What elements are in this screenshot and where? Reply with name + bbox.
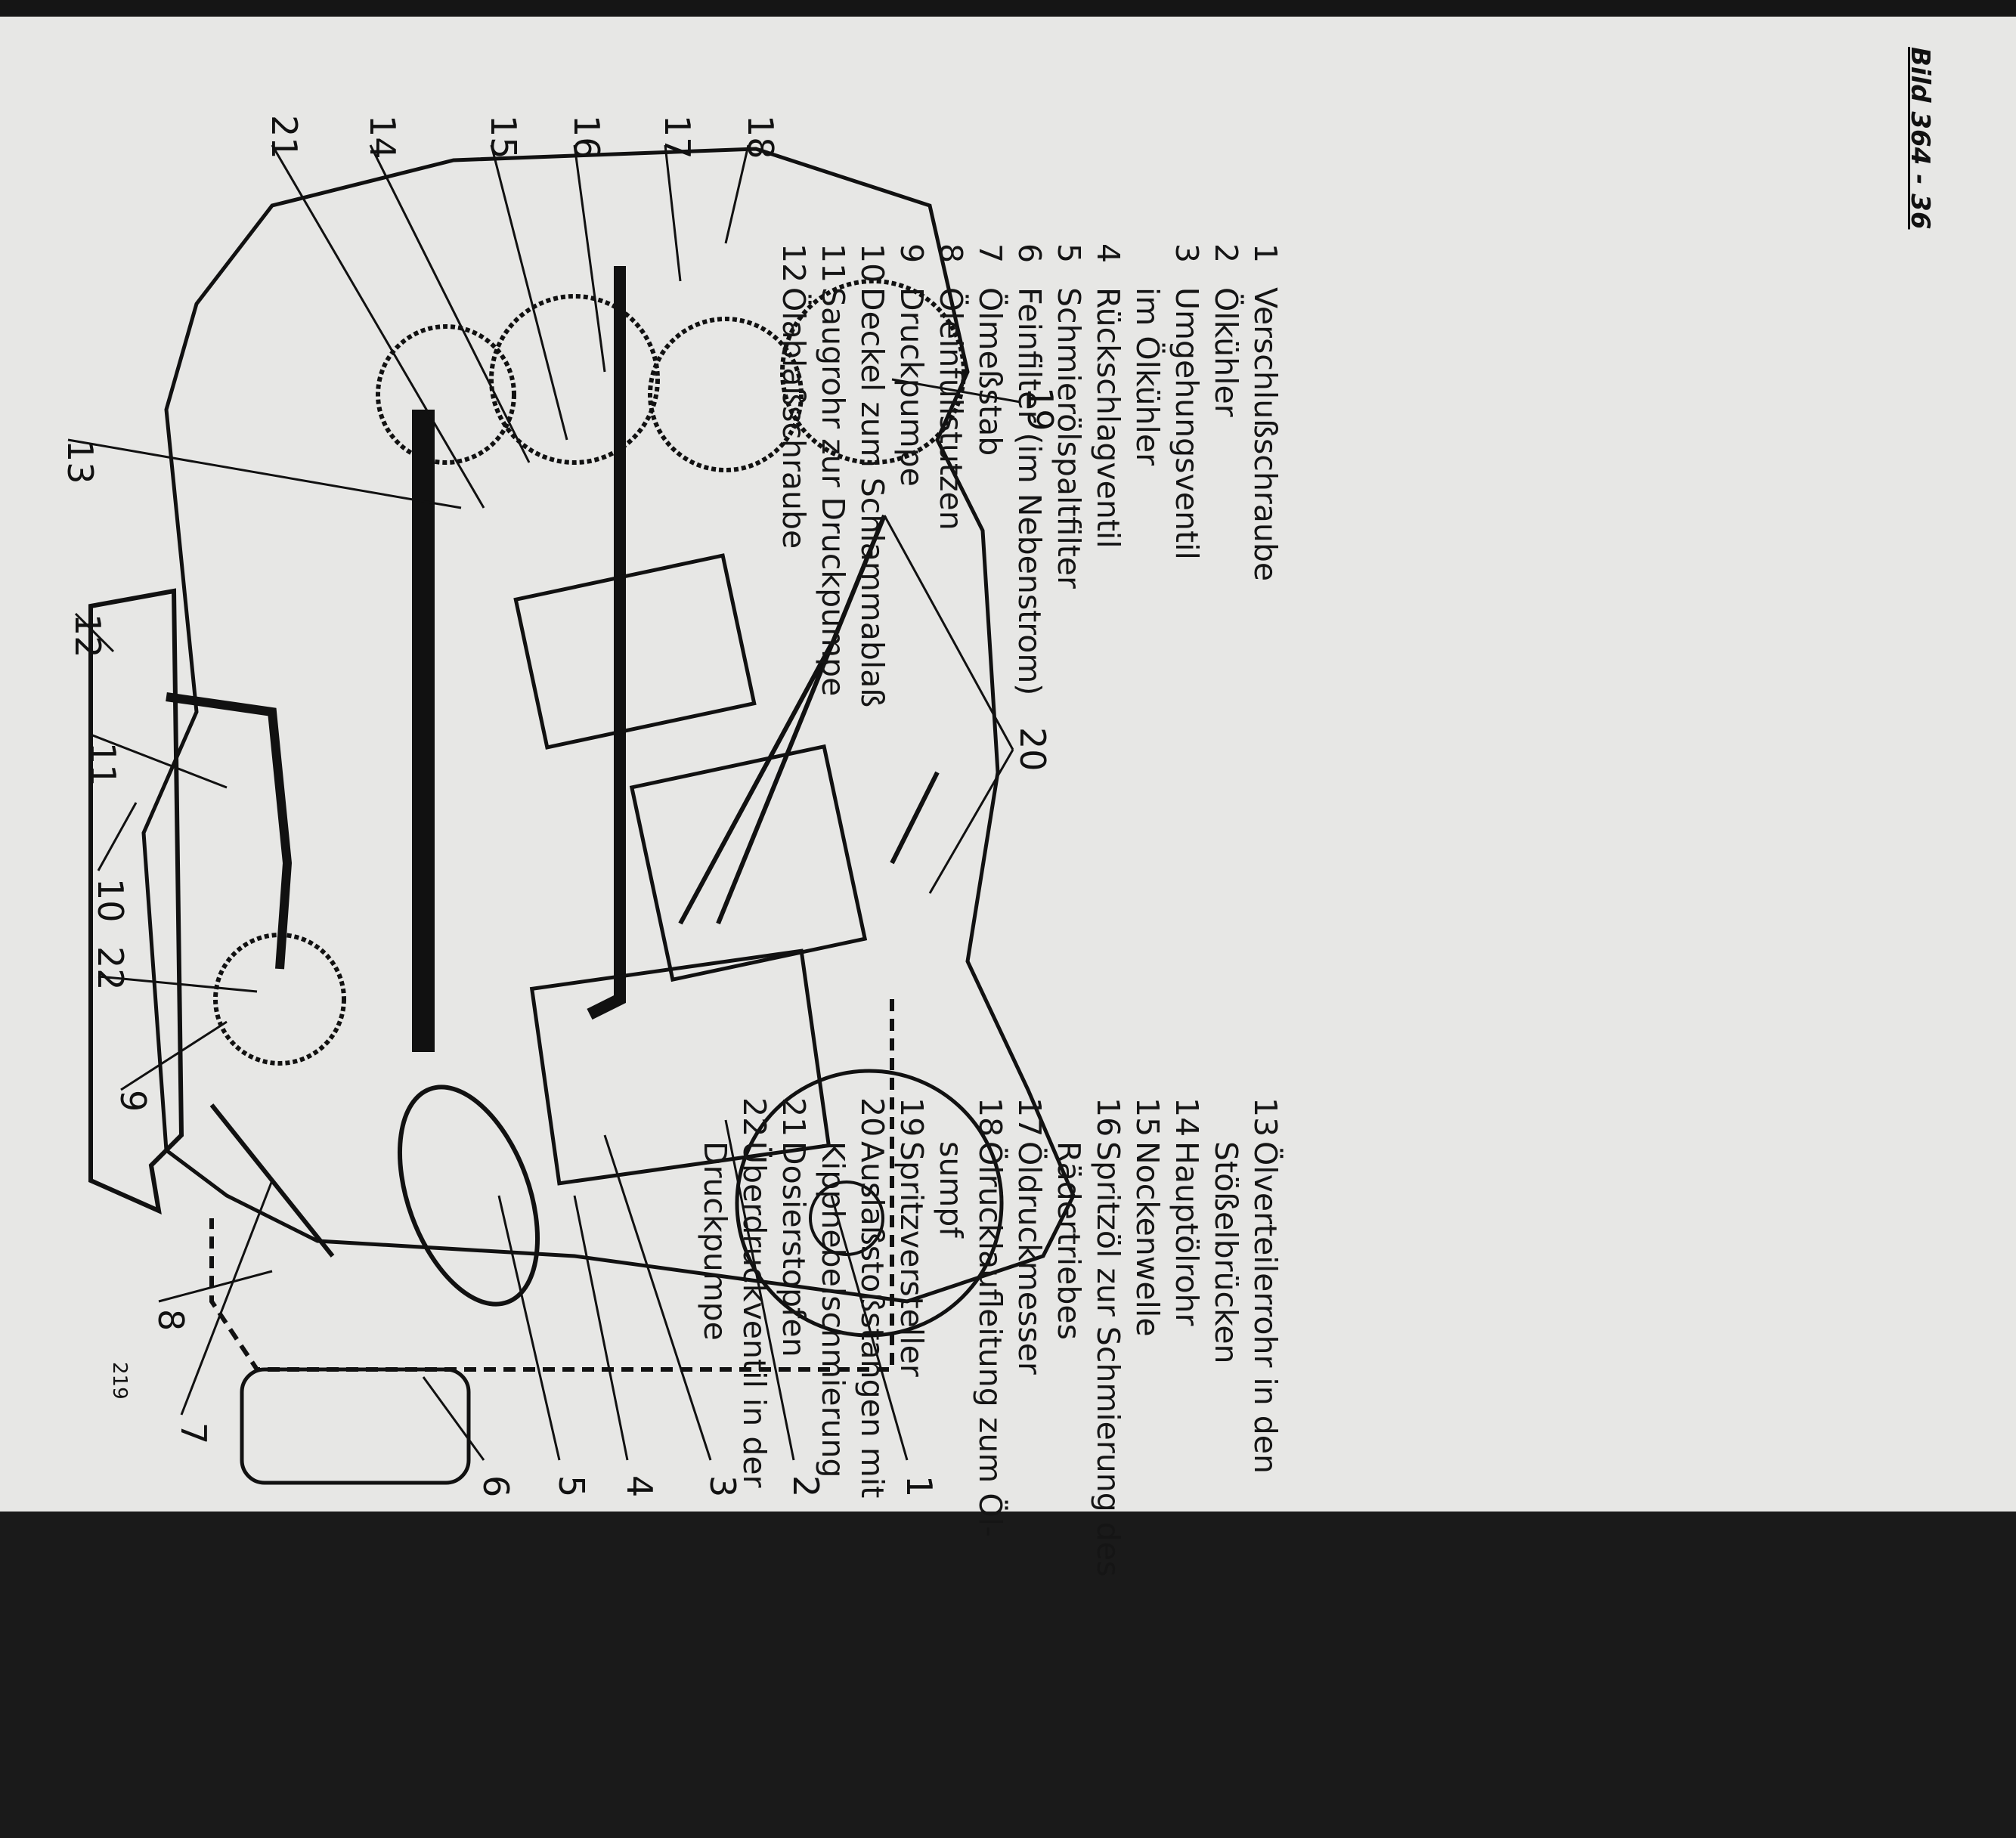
figure-tag: Bild 364 - 36 (1905, 47, 1935, 230)
cylinder-rear (629, 744, 868, 982)
oil-cooler (529, 948, 831, 1186)
spalt-filter (397, 1085, 540, 1307)
return-line (209, 999, 894, 1372)
page-number: 219 (108, 1362, 131, 1400)
legend-item-cont: Rädertriebes (1051, 1141, 1087, 1340)
callout-8: 8 (150, 1309, 191, 1331)
legend-item-cont: Kipphebelschmierung (815, 1141, 851, 1478)
oil-sump (88, 588, 184, 1215)
book-spine-shadow (0, 0, 2016, 17)
callout-4: 4 (619, 1475, 660, 1497)
gear-3 (489, 294, 660, 465)
callout-5: 5 (551, 1475, 592, 1497)
gear-4 (376, 324, 516, 465)
engine-block-outline (141, 147, 1076, 1304)
callout-10: 10 (90, 878, 131, 923)
callout-14: 14 (362, 115, 403, 159)
pushrods (678, 514, 940, 925)
legend-item-cont: sumpf (933, 1141, 969, 1238)
legend-item-cont: Druckpumpe (697, 1141, 733, 1341)
main-oil-pipe (587, 266, 626, 1020)
callout-20: 20 (1012, 727, 1053, 772)
gear-2 (648, 317, 804, 472)
callout-11: 11 (82, 742, 123, 787)
callout-22: 22 (90, 946, 131, 991)
callout-6: 6 (475, 1475, 516, 1497)
suction-pipe (166, 692, 293, 970)
callout-leaders (67, 144, 1021, 1461)
book-page: 1 2 3 4 5 6 7 8 9 10 11 12 13 14 15 16 1… (0, 17, 2016, 1577)
engine-lubrication-diagram: 1 2 3 4 5 6 7 8 9 10 11 12 13 14 15 16 1… (60, 115, 1076, 1497)
callout-numbers: 1 2 3 4 5 6 7 8 9 10 11 12 13 14 15 16 1… (60, 115, 1061, 1497)
fan-wheel (735, 1069, 1004, 1338)
cylinder-front (513, 553, 757, 750)
gear-1 (780, 279, 966, 465)
callout-2: 2 (785, 1475, 826, 1497)
callout-13: 13 (60, 440, 101, 484)
gear-5 (213, 933, 346, 1066)
callout-19: 19 (1020, 387, 1061, 432)
callout-15: 15 (483, 115, 524, 159)
callout-18: 18 (740, 115, 781, 159)
callout-16: 16 (566, 115, 607, 159)
legend-item-cont: im Ölkühler (1129, 287, 1166, 466)
callout-7: 7 (173, 1422, 214, 1444)
callout-12: 12 (67, 614, 108, 658)
fan-hub (809, 1180, 884, 1256)
legend-item-cont: Stößelbrücken (1208, 1141, 1244, 1364)
callout-1: 1 (899, 1475, 940, 1497)
callout-3: 3 (702, 1475, 743, 1497)
callout-17: 17 (657, 115, 698, 159)
callout-21: 21 (264, 115, 305, 159)
callout-9: 9 (113, 1090, 153, 1112)
